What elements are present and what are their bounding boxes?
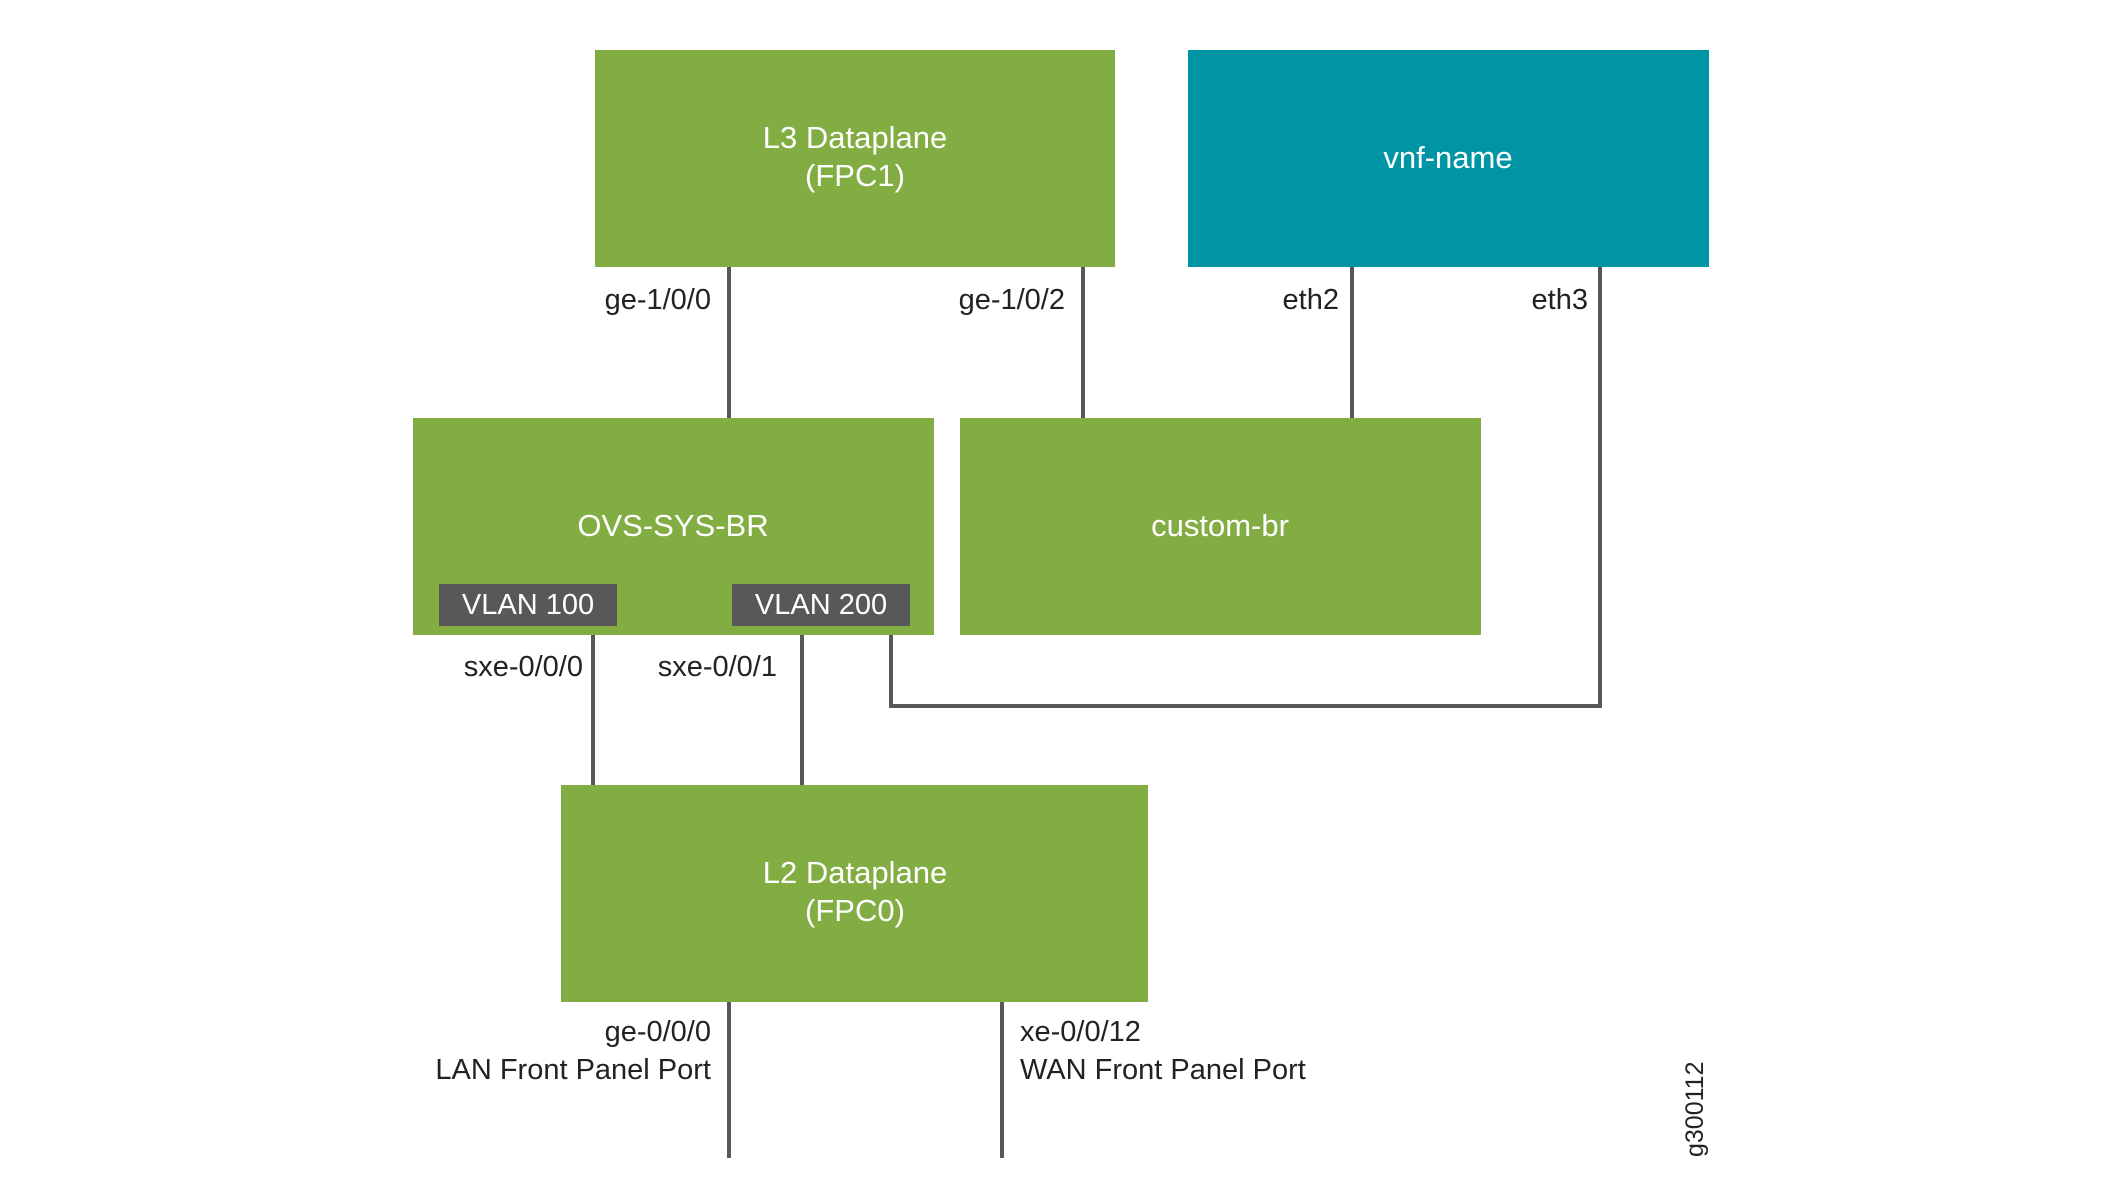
link-eth3-vlan200 xyxy=(889,267,1602,708)
vnf-node: vnf-name xyxy=(1188,50,1709,267)
vlan200-tag xyxy=(732,584,910,626)
vnf-label: vnf-name xyxy=(1383,140,1512,175)
port-eth3: eth3 xyxy=(1532,284,1588,316)
vlan200-label: VLAN 200 xyxy=(755,589,887,621)
port-ge-1-0-0: ge-1/0/0 xyxy=(605,284,711,316)
custom-br-box xyxy=(960,418,1481,635)
l3-dataplane-label-line2: (FPC1) xyxy=(805,158,905,193)
port-eth2: eth2 xyxy=(1283,284,1339,316)
l2-dataplane-label-line1: L2 Dataplane xyxy=(763,855,947,890)
vlan100-tag xyxy=(439,584,617,626)
custom-br-label: custom-br xyxy=(1151,508,1289,543)
l2-dataplane-node: L2 Dataplane (FPC0) xyxy=(561,785,1148,1002)
ovs-sys-br-label: OVS-SYS-BR xyxy=(577,508,768,543)
vlan100-label: VLAN 100 xyxy=(462,589,594,621)
l3-dataplane-node: L3 Dataplane (FPC1) xyxy=(595,50,1115,267)
figure-id: g300112 xyxy=(1681,1062,1709,1157)
port-xe-0-0-12: xe-0/0/12 xyxy=(1020,1016,1141,1048)
port-ge-1-0-2: ge-1/0/2 xyxy=(959,284,1065,316)
l3-dataplane-label-line1: L3 Dataplane xyxy=(763,120,947,155)
l2-dataplane-box xyxy=(561,785,1148,1002)
port-sxe-0-0-1: sxe-0/0/1 xyxy=(658,651,777,683)
port-lan-front-panel: LAN Front Panel Port xyxy=(435,1054,711,1086)
vnf-box xyxy=(1188,50,1709,267)
port-sxe-0-0-0: sxe-0/0/0 xyxy=(464,651,583,683)
l2-dataplane-label-line2: (FPC0) xyxy=(805,893,905,928)
port-ge-0-0-0: ge-0/0/0 xyxy=(605,1016,711,1048)
ovs-sys-br-node: OVS-SYS-BR VLAN 100 VLAN 200 xyxy=(413,418,934,635)
l3-dataplane-box xyxy=(595,50,1115,267)
connectors xyxy=(591,267,1602,1158)
custom-br-node: custom-br xyxy=(960,418,1481,635)
port-labels: ge-1/0/0 ge-1/0/2 eth2 eth3 sxe-0/0/0 sx… xyxy=(435,284,1588,1086)
port-wan-front-panel: WAN Front Panel Port xyxy=(1020,1054,1306,1086)
